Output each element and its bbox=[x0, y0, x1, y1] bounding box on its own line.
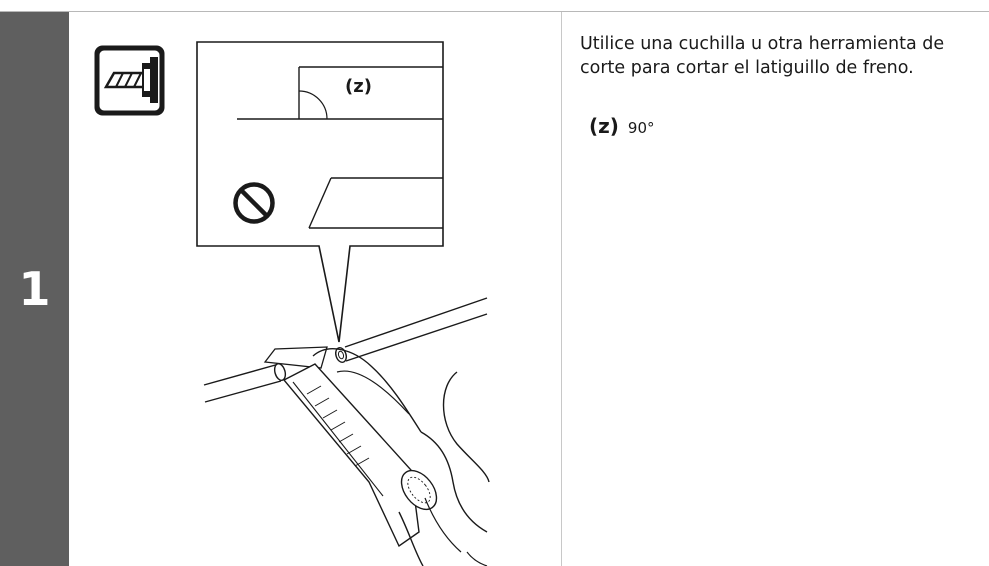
legend-value: 90° bbox=[627, 119, 655, 137]
legend-key: (z) bbox=[589, 114, 619, 138]
instruction-column: Utilice una cuchilla u otra herramienta … bbox=[580, 32, 960, 138]
prohibited-icon bbox=[233, 182, 275, 224]
step-band bbox=[0, 12, 69, 566]
callout-angle-label: (z) bbox=[345, 76, 372, 97]
instruction-text: Utilice una cuchilla u otra herramienta … bbox=[580, 34, 945, 78]
top-rule bbox=[0, 11, 989, 12]
utility-knife-icon bbox=[94, 45, 165, 116]
column-divider bbox=[561, 12, 562, 566]
cutting-illustration bbox=[69, 12, 561, 566]
legend-item: (z) 90° bbox=[580, 114, 960, 138]
step-number: 1 bbox=[18, 262, 51, 316]
